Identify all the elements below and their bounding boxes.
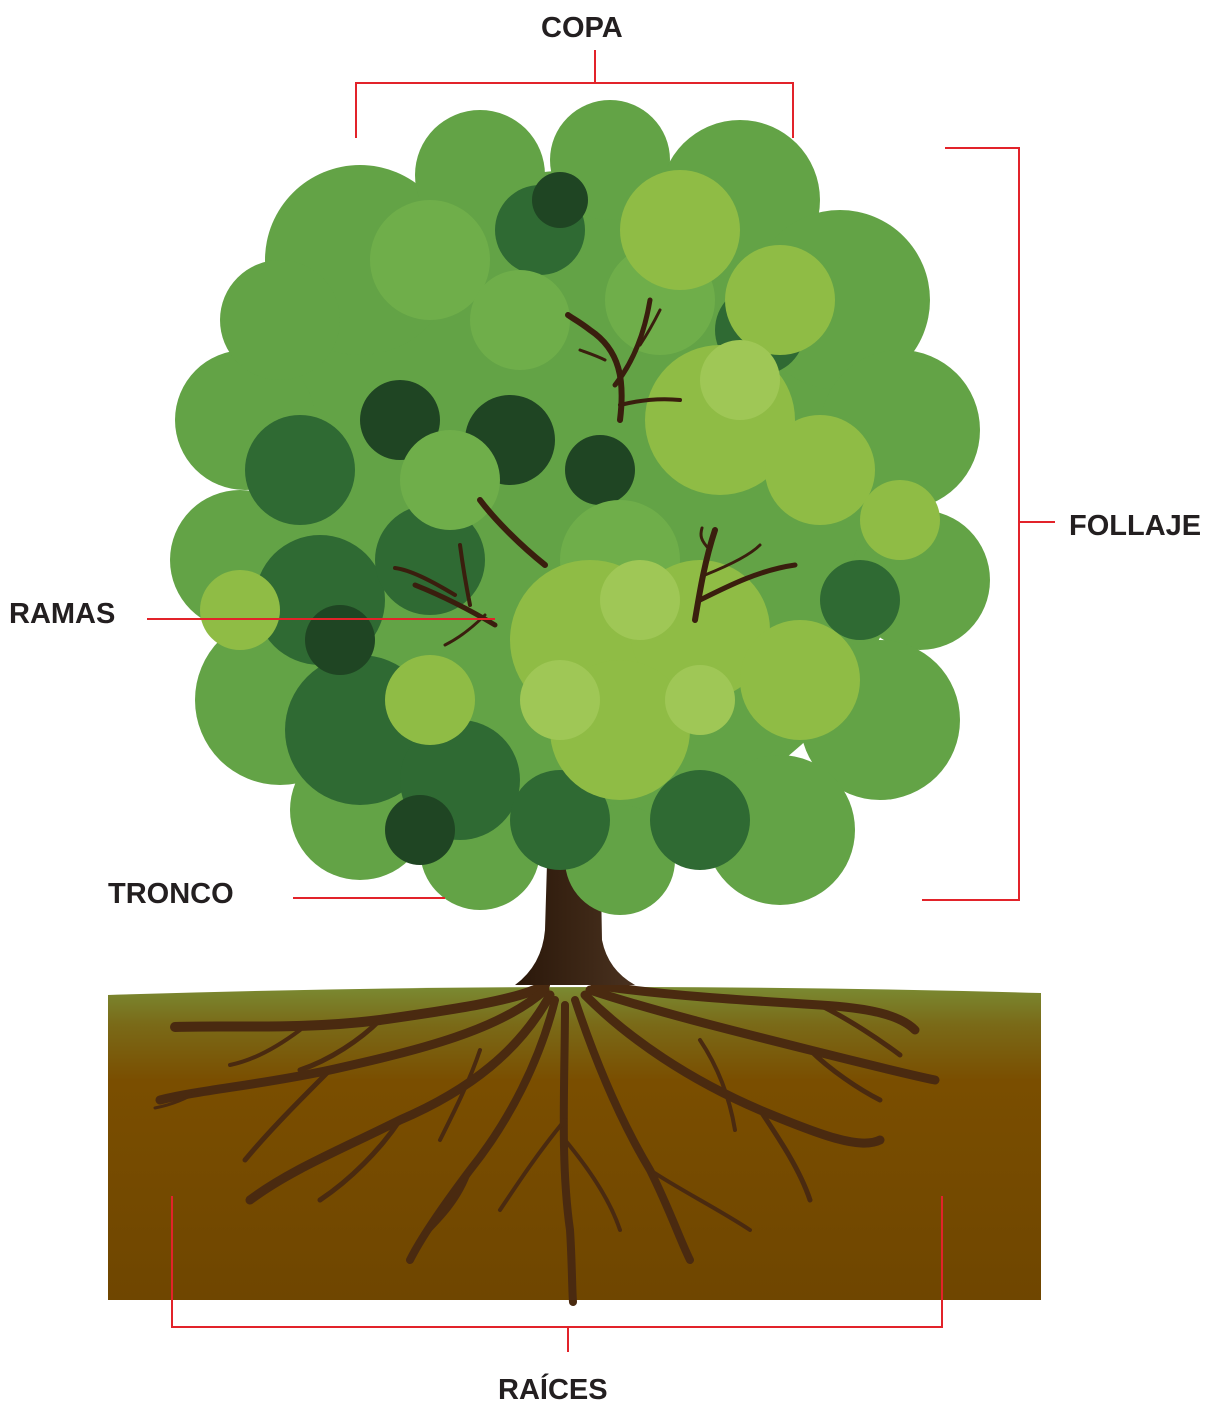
label-ramas: RAMAS (9, 600, 115, 629)
tree-illustration (170, 100, 990, 915)
label-raices: RAÍCES (498, 1376, 608, 1405)
label-copa: COPA (541, 14, 623, 43)
label-tronco: TRONCO (108, 880, 234, 909)
label-follaje: FOLLAJE (1069, 512, 1201, 541)
